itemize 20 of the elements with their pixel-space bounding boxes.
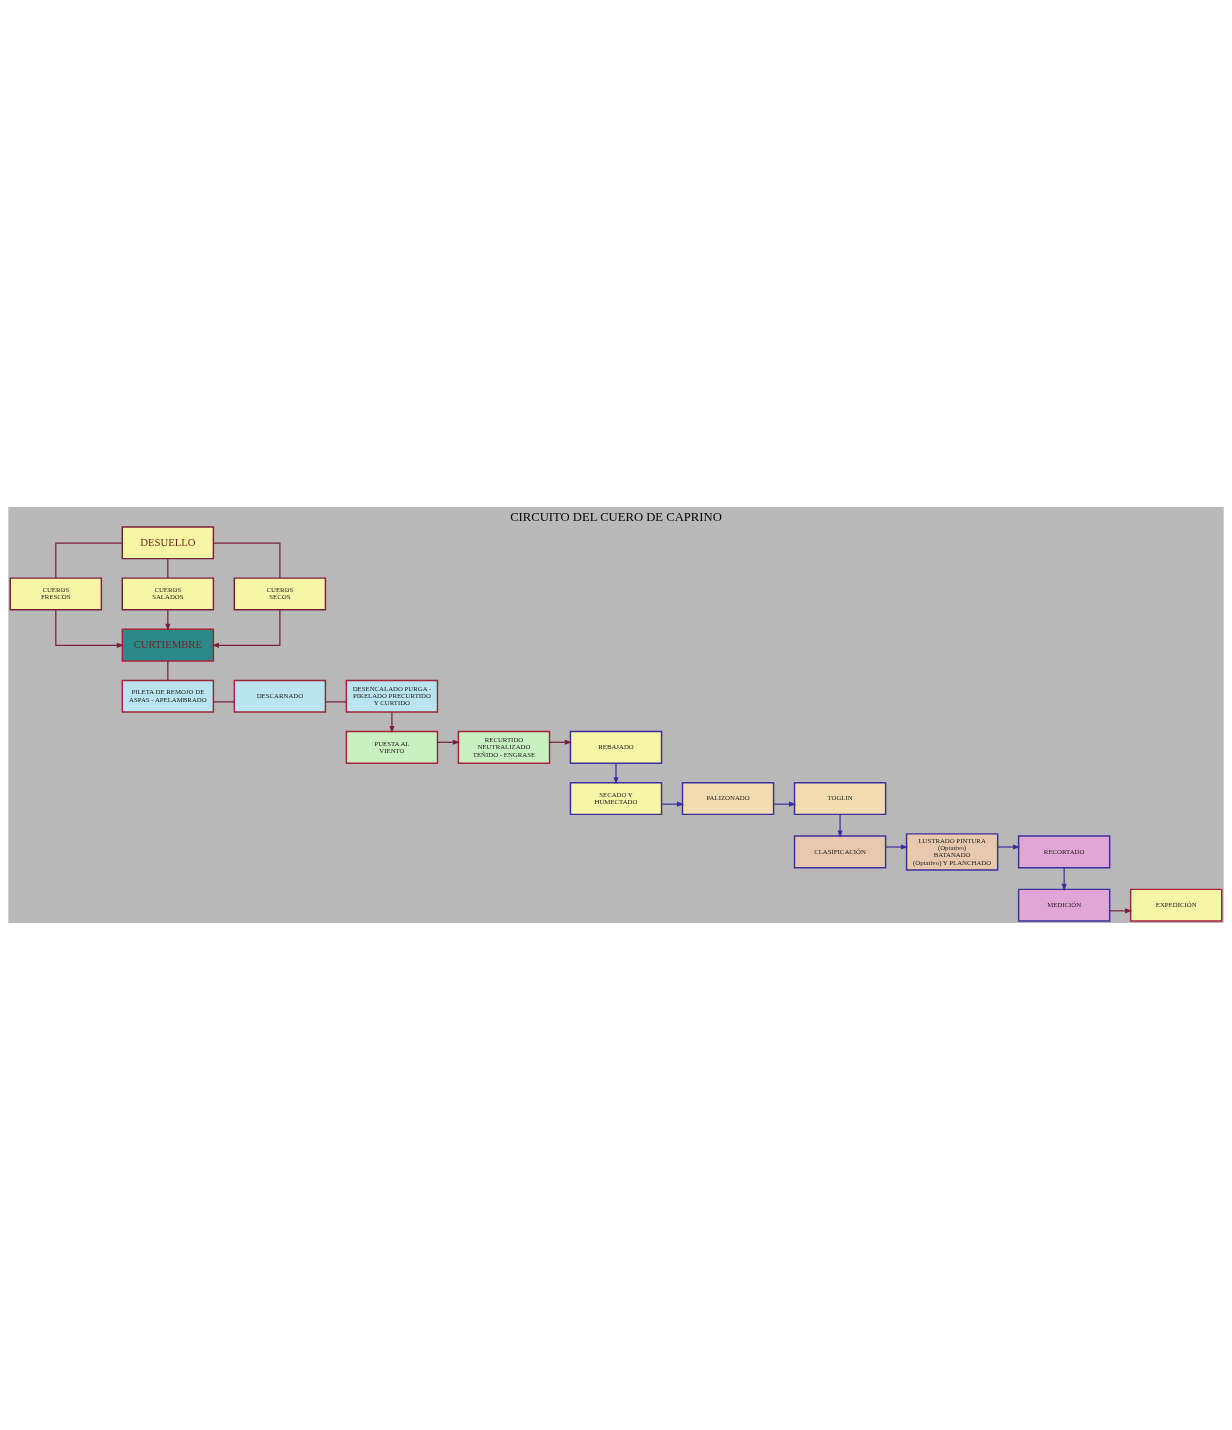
node-box: CURTIEMBRE [121, 628, 215, 662]
arrow [773, 801, 797, 807]
connector [167, 660, 169, 681]
arrow [660, 801, 685, 807]
arrow [55, 609, 125, 648]
arrow [997, 844, 1021, 850]
connector [324, 701, 347, 703]
connector [55, 542, 123, 579]
arrow [1061, 867, 1067, 892]
arrow [389, 711, 395, 734]
arrow [885, 844, 909, 850]
connector [212, 701, 235, 703]
node-box: DESUELLO [121, 526, 215, 560]
connector [212, 542, 281, 579]
arrow [837, 813, 843, 838]
arrow [211, 609, 281, 648]
arrow [165, 609, 171, 632]
arrow [613, 762, 619, 785]
diagram-title: CIRCUITO DEL CUERO DE CAPRINO [510, 510, 722, 525]
connector [167, 558, 169, 579]
